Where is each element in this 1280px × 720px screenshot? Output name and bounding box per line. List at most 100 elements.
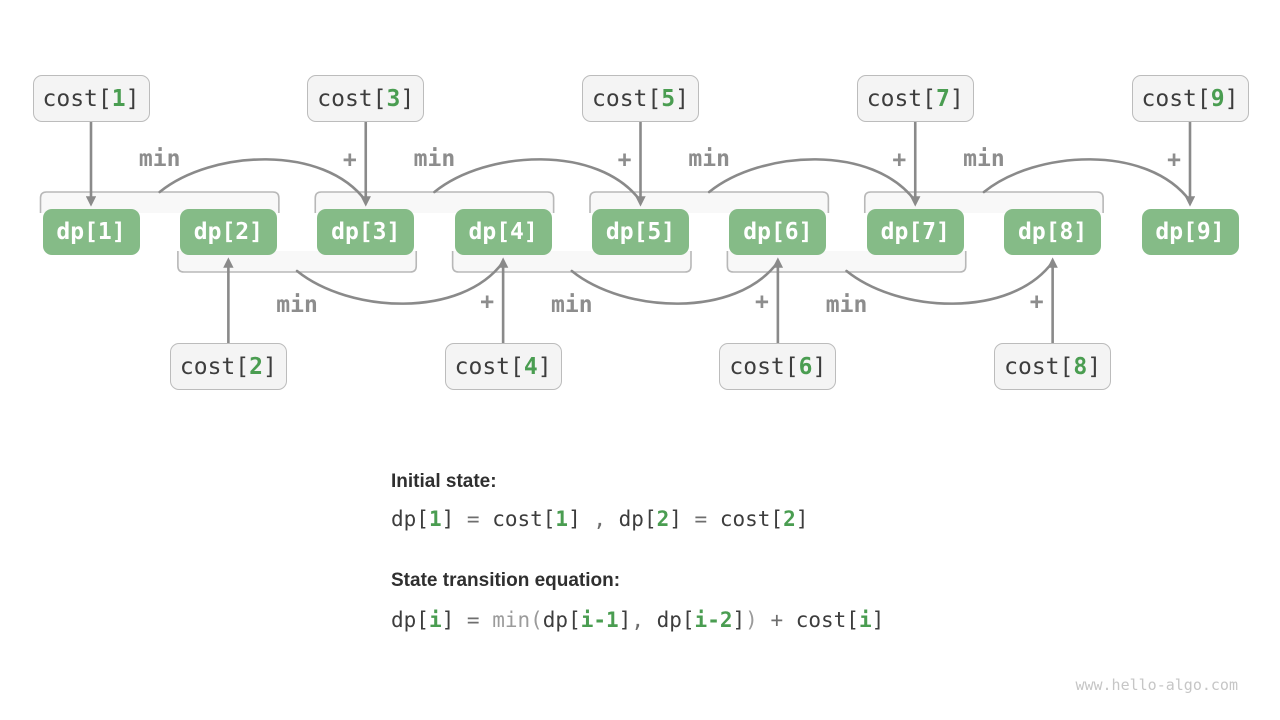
dp-box-9: dp[9] bbox=[1141, 209, 1239, 255]
cost-box-text: 6 bbox=[798, 353, 813, 380]
equation-segment: ) bbox=[745, 608, 758, 632]
plus-label-top-9: + bbox=[1167, 147, 1181, 173]
equation-segment: dp[ bbox=[542, 608, 581, 632]
cost-box-text: ] bbox=[263, 353, 277, 380]
cost-box-6: cost[6] bbox=[719, 343, 837, 390]
equation-segment: 2 bbox=[656, 507, 670, 531]
dp-box-4: dp[4] bbox=[454, 209, 552, 255]
plus-label-bottom-6: + bbox=[754, 289, 769, 315]
cost-box-9: cost[9] bbox=[1131, 75, 1249, 122]
equation-segment: cost[ bbox=[795, 608, 859, 632]
equation-segment: ] bbox=[568, 507, 581, 531]
dp-box-7: dp[7] bbox=[866, 209, 964, 255]
min-arc-bottom-67-to-8 bbox=[845, 260, 1054, 305]
min-arc-bottom-45-to-6 bbox=[570, 260, 780, 305]
bracket-top-7-8-fill bbox=[864, 192, 1104, 213]
equation-segment: i-1 bbox=[580, 608, 619, 632]
cost-box-text: 4 bbox=[523, 353, 538, 380]
equation-segment: ] bbox=[871, 608, 885, 632]
cost-box-text: 3 bbox=[386, 85, 401, 112]
plus-label-top-3: + bbox=[342, 147, 357, 173]
min-arc-top-78-to-9 bbox=[982, 158, 1192, 203]
cost-box-text: ] bbox=[400, 85, 415, 112]
dp-box-2: dp[2] bbox=[179, 209, 277, 255]
cost-box-text: 7 bbox=[936, 85, 950, 112]
equation-segment: ] bbox=[441, 507, 455, 531]
equation-segment: dp[ bbox=[391, 608, 429, 632]
cost-box-text: cost[ bbox=[1141, 85, 1211, 112]
equation-segment: ] bbox=[669, 507, 682, 531]
bracket-bottom-2-3-fill bbox=[177, 251, 417, 272]
min-arc-top-56-to-7 bbox=[707, 158, 917, 203]
min-label-top-7-8: min bbox=[963, 146, 1005, 172]
cost-box-3: cost[3] bbox=[307, 75, 425, 122]
min-label-bottom-6-7: min bbox=[825, 292, 868, 318]
min-label-top-1-2: min bbox=[138, 146, 181, 172]
dp-box-1: dp[1] bbox=[42, 209, 140, 255]
cost-box-2: cost[2] bbox=[169, 343, 287, 390]
equation-segment: , bbox=[631, 608, 657, 632]
equation-segment: i-2 bbox=[694, 608, 733, 632]
equation-segment: 2 bbox=[783, 507, 796, 531]
transition-equation: dp[i] = min(dp[i-1], dp[i-2]) + cost[i] bbox=[391, 608, 884, 632]
bracket-top-1-2-fill bbox=[40, 192, 279, 213]
cost-box-text: ] bbox=[1224, 85, 1239, 112]
cost-box-text: ] bbox=[1087, 353, 1102, 380]
equation-segment: + bbox=[757, 608, 796, 632]
cost-box-1: cost[1] bbox=[32, 75, 150, 122]
cost-box-text: 8 bbox=[1073, 353, 1088, 380]
min-arc-top-34-to-5 bbox=[433, 158, 642, 203]
cost-box-4: cost[4] bbox=[444, 343, 562, 390]
transition-title: State transition equation: bbox=[391, 570, 621, 591]
bracket-top-3-4-fill bbox=[315, 192, 554, 213]
equation-segment: 1 bbox=[428, 507, 442, 531]
cost-box-text: 9 bbox=[1210, 85, 1225, 112]
min-label-bottom-2-3: min bbox=[276, 292, 318, 318]
equation-segment: 1 bbox=[555, 507, 569, 531]
cost-box-text: cost[ bbox=[729, 353, 799, 380]
equation-segment: ( bbox=[530, 608, 543, 632]
equation-segment: ] bbox=[618, 608, 632, 632]
cost-box-5: cost[5] bbox=[582, 75, 699, 122]
dp-box-5: dp[5] bbox=[592, 209, 689, 255]
bracket-top-5-6-fill bbox=[590, 192, 829, 213]
cost-box-text: ] bbox=[675, 85, 689, 112]
cost-box-text: cost[ bbox=[866, 85, 937, 112]
cost-box-text: ] bbox=[537, 353, 552, 380]
bracket-bottom-6-7-fill bbox=[727, 251, 966, 272]
cost-box-text: cost[ bbox=[592, 85, 662, 112]
cost-box-text: ] bbox=[125, 85, 140, 112]
cost-box-text: 5 bbox=[661, 85, 676, 112]
equation-segment: i bbox=[858, 608, 872, 632]
dp-box-8: dp[8] bbox=[1004, 209, 1102, 255]
dp-box-3: dp[3] bbox=[317, 209, 415, 255]
equation-segment: ] bbox=[795, 507, 809, 531]
plus-label-bottom-8: + bbox=[1029, 289, 1044, 315]
equation-segment: dp[ bbox=[618, 507, 657, 531]
plus-label-bottom-4: + bbox=[480, 289, 495, 315]
equation-segment: cost[ bbox=[492, 507, 556, 531]
cost-box-text: cost[ bbox=[42, 85, 112, 112]
cost-box-text: cost[ bbox=[454, 353, 524, 380]
dp-box-6: dp[6] bbox=[729, 209, 827, 255]
min-label-top-5-6: min bbox=[688, 146, 730, 172]
min-label-top-3-4: min bbox=[413, 146, 456, 172]
cost-box-text: 2 bbox=[249, 353, 263, 380]
equation-segment: dp[ bbox=[391, 507, 429, 531]
cost-box-text: cost[ bbox=[1004, 353, 1074, 380]
equation-segment: cost[ bbox=[719, 507, 784, 531]
cost-box-8: cost[8] bbox=[994, 343, 1112, 390]
cost-box-text: cost[ bbox=[179, 353, 250, 380]
cost-box-text: ] bbox=[949, 85, 964, 112]
bracket-bottom-4-5-fill bbox=[452, 251, 691, 272]
min-arc-bottom-23-to-4 bbox=[295, 260, 505, 305]
plus-label-top-7: + bbox=[892, 147, 907, 173]
min-label-bottom-4-5: min bbox=[551, 292, 593, 318]
equation-segment: = bbox=[454, 608, 493, 632]
cost-box-7: cost[7] bbox=[856, 75, 974, 122]
equation-segment: = bbox=[681, 507, 720, 531]
equation-segment: min bbox=[492, 608, 531, 632]
watermark: www.hello-algo.com bbox=[1075, 676, 1238, 694]
